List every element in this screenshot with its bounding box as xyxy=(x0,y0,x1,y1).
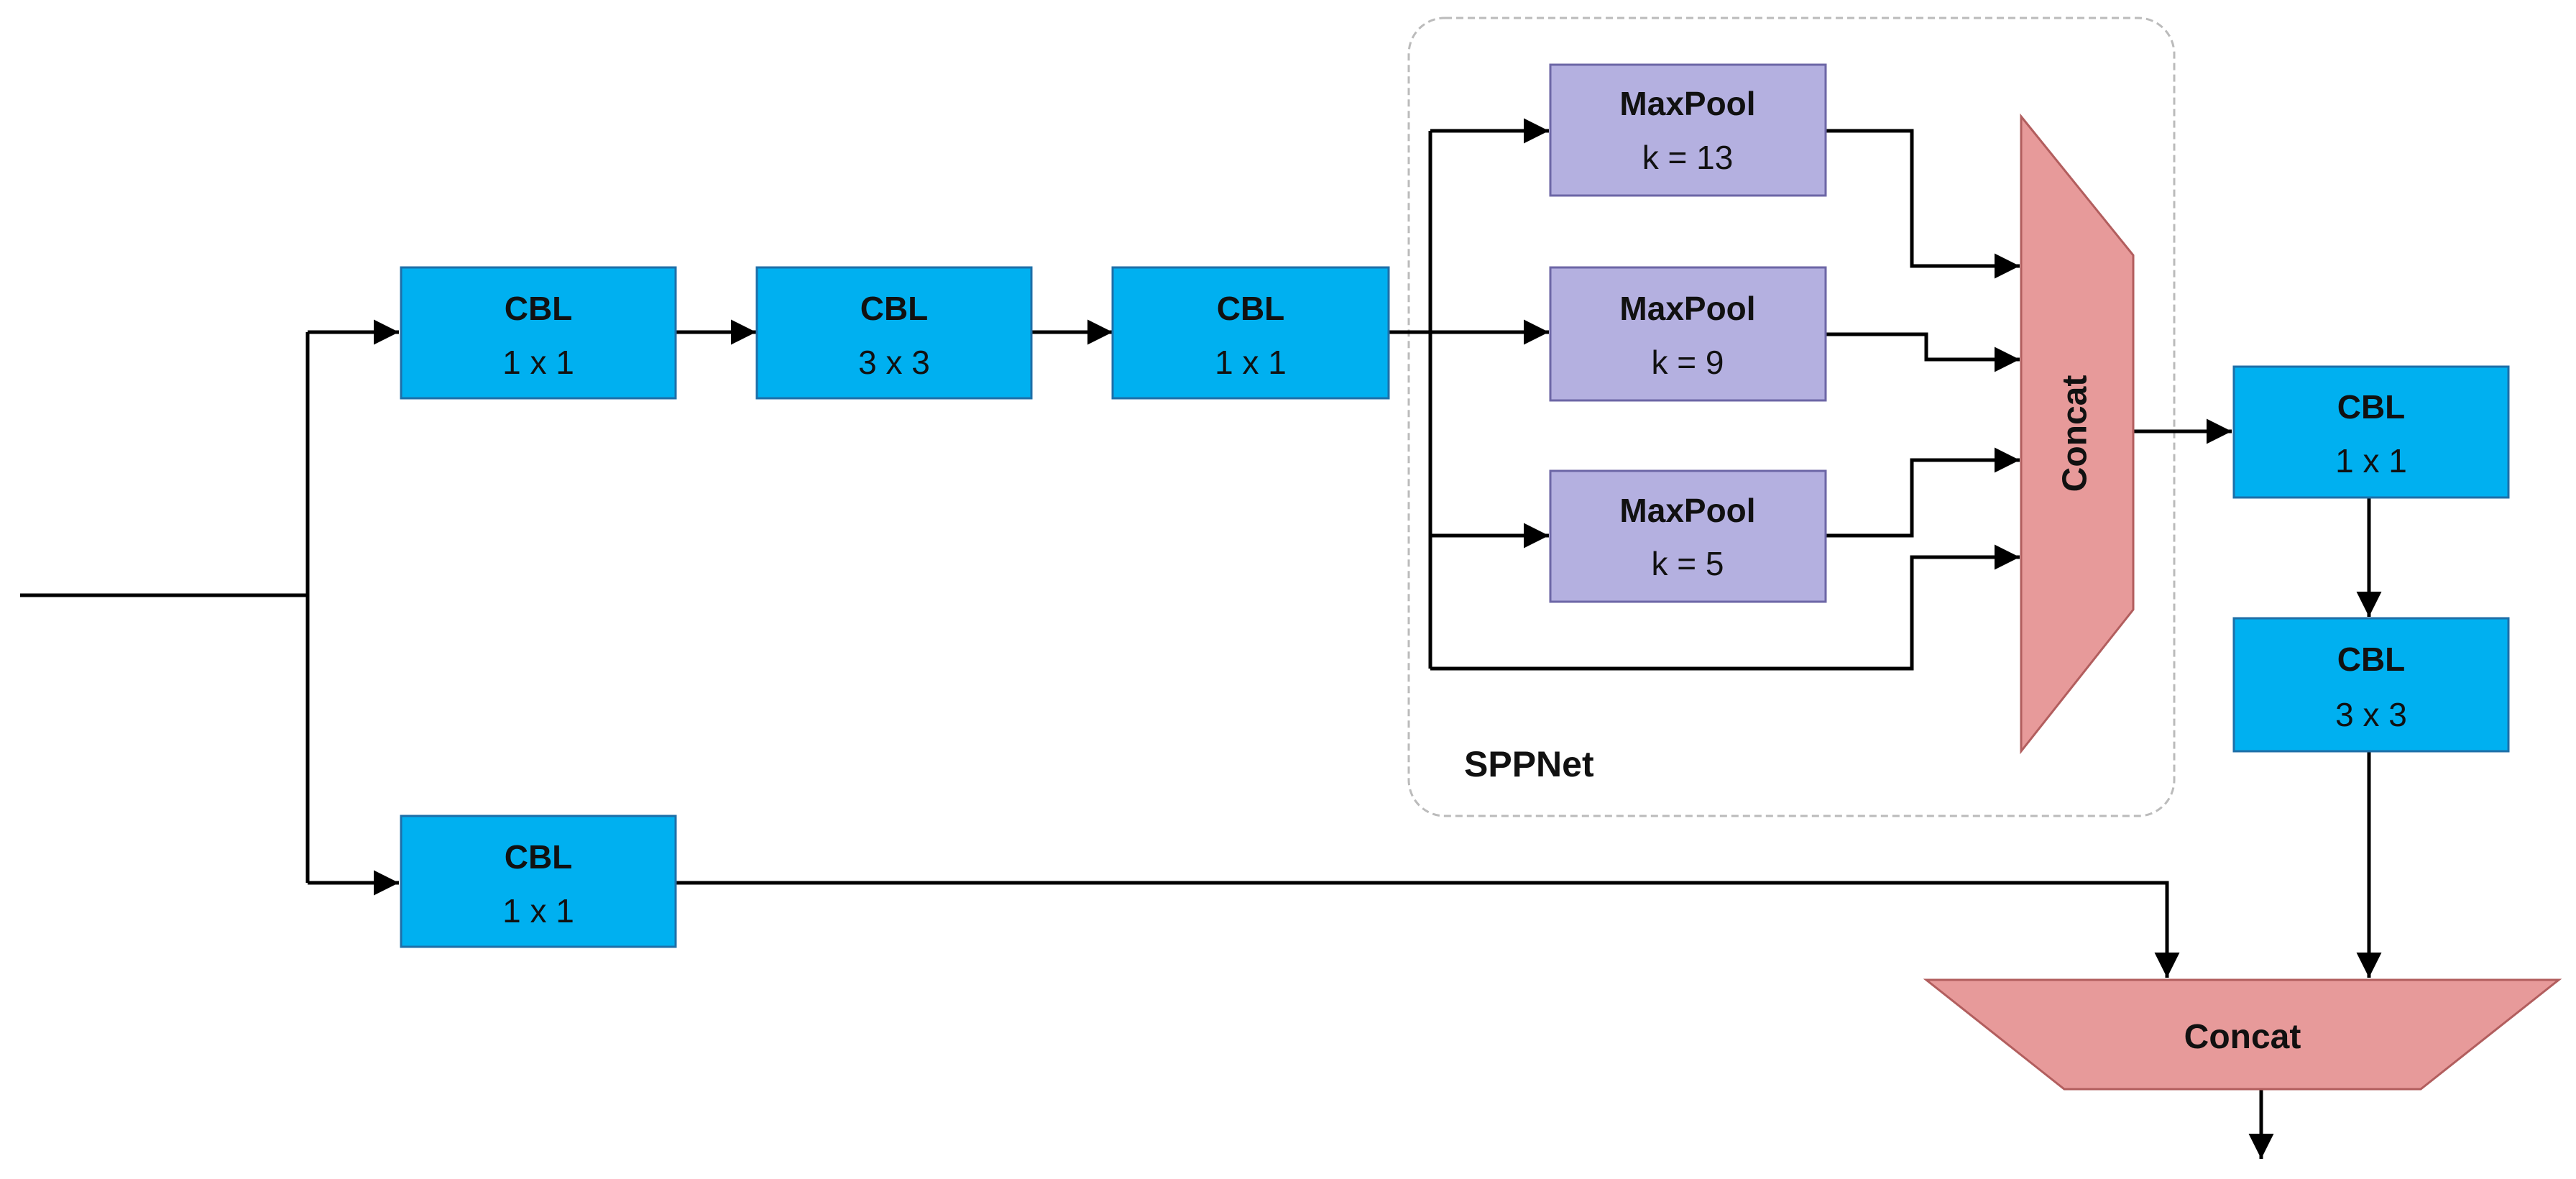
block-title: MaxPool xyxy=(1619,492,1755,529)
block-subtitle: 1 x 1 xyxy=(502,892,574,930)
block-subtitle: k = 9 xyxy=(1651,344,1724,381)
sppnet-group-border xyxy=(1407,17,2176,817)
block-subtitle: 1 x 1 xyxy=(502,344,574,381)
wire-maxpool-5-to-concat xyxy=(1826,447,2020,538)
concat-horizontal-label: Concat xyxy=(2184,1018,2301,1056)
block-title: MaxPool xyxy=(1619,85,1755,122)
concat-horizontal: Concat xyxy=(1923,978,2562,1091)
wire-maxpool-9-to-concat xyxy=(1826,332,2020,372)
block-title: CBL xyxy=(860,290,929,327)
block-subtitle: k = 5 xyxy=(1651,545,1724,582)
maxpool-block-9: MaxPool k = 9 xyxy=(1549,266,1827,402)
block-subtitle: 3 x 3 xyxy=(2335,696,2407,733)
wire-skip-to-concat xyxy=(1430,544,2020,671)
wire-maxpool-13-to-concat xyxy=(1826,129,2020,279)
wire-cbl-bottom-to-concat xyxy=(676,881,2180,978)
block-subtitle: 1 x 1 xyxy=(1215,344,1287,381)
maxpool-block-13: MaxPool k = 13 xyxy=(1549,63,1827,197)
block-subtitle: k = 13 xyxy=(1642,139,1734,176)
block-title: CBL xyxy=(2337,388,2406,426)
cbl-block-top-1: CBL 1 x 1 xyxy=(400,266,677,400)
cbl-block-bottom: CBL 1 x 1 xyxy=(400,815,677,948)
block-title: CBL xyxy=(505,290,573,327)
block-subtitle: 3 x 3 xyxy=(858,344,930,381)
sppnet-group-label: SPPNet xyxy=(1464,744,1594,784)
cbl-block-right-2: CBL 3 x 3 xyxy=(2232,617,2510,753)
block-title: CBL xyxy=(1217,290,1285,327)
block-title: CBL xyxy=(2337,641,2406,678)
concat-vertical-label: Concat xyxy=(2056,375,2094,492)
cbl-block-top-2: CBL 3 x 3 xyxy=(755,266,1033,400)
concat-vertical: Concat xyxy=(2020,113,2135,755)
block-subtitle: 1 x 1 xyxy=(2335,442,2407,480)
cbl-block-right-1: CBL 1 x 1 xyxy=(2232,365,2510,499)
cbl-block-top-3: CBL 1 x 1 xyxy=(1111,266,1390,400)
block-title: MaxPool xyxy=(1619,290,1755,327)
block-title: CBL xyxy=(505,838,573,876)
maxpool-block-5: MaxPool k = 5 xyxy=(1549,469,1827,603)
